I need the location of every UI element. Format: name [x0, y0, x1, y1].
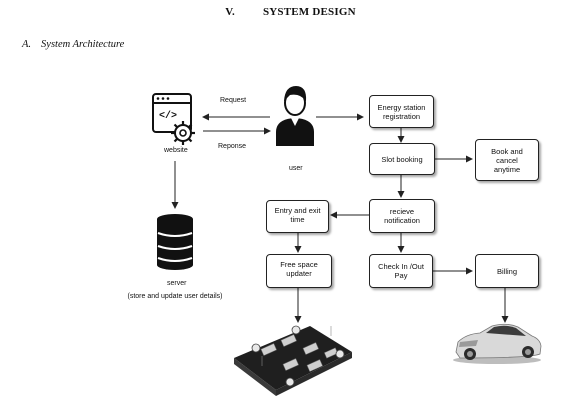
book-cancel-line2: anytime: [493, 164, 521, 174]
subsection-letter: A.: [22, 39, 32, 50]
energy-station-registration-box: Energy station registration: [369, 95, 434, 128]
entry-exit-time-box: Entry and exit time: [266, 200, 329, 233]
billing-box: Billing: [475, 254, 539, 288]
request-label: Request: [220, 97, 247, 104]
entry-exit-time-text: Entry and exit time: [274, 206, 321, 224]
checkin-checkout-pay-text: Check In /Out Pay: [378, 262, 424, 280]
car-illustration: [453, 323, 542, 364]
server-note: (store and update user details): [127, 293, 223, 300]
receive-notification-text: recieve notification: [384, 207, 420, 225]
subsection-heading: A. System Architecture: [22, 39, 124, 50]
svg-text:</>: </>: [159, 110, 177, 122]
section-heading: V. SYSTEM DESIGN: [0, 6, 581, 18]
free-space-updater-box: Free space updater: [266, 254, 332, 288]
server-label: server: [167, 280, 187, 287]
slot-booking-text: Slot booking: [381, 154, 423, 164]
billing-text: Billing: [496, 266, 517, 276]
book-cancel-line1: Book and cancel: [491, 146, 523, 165]
free-space-updater-text: Free space updater: [280, 260, 318, 278]
user-label: user: [289, 165, 303, 172]
section-number: V.: [225, 6, 235, 18]
website-icon: </>: [152, 93, 195, 145]
receive-notification-box: recieve notification: [369, 199, 435, 233]
energy-station-line2: registration: [382, 111, 421, 121]
slot-booking-box: Slot booking: [369, 143, 435, 175]
book-cancel-box: Book and cancel anytime: [475, 139, 539, 181]
section-title: SYSTEM DESIGN: [262, 6, 356, 18]
energy-station-line1: Energy station: [377, 102, 426, 112]
website-label: website: [164, 147, 188, 154]
response-label: Reponse: [218, 143, 247, 150]
subsection-title: System Architecture: [41, 39, 125, 50]
parking-lot-illustration: [234, 325, 352, 396]
user-icon: [276, 86, 314, 146]
server-icon: [157, 214, 193, 270]
checkin-checkout-pay-box: Check In /Out Pay: [369, 254, 433, 288]
